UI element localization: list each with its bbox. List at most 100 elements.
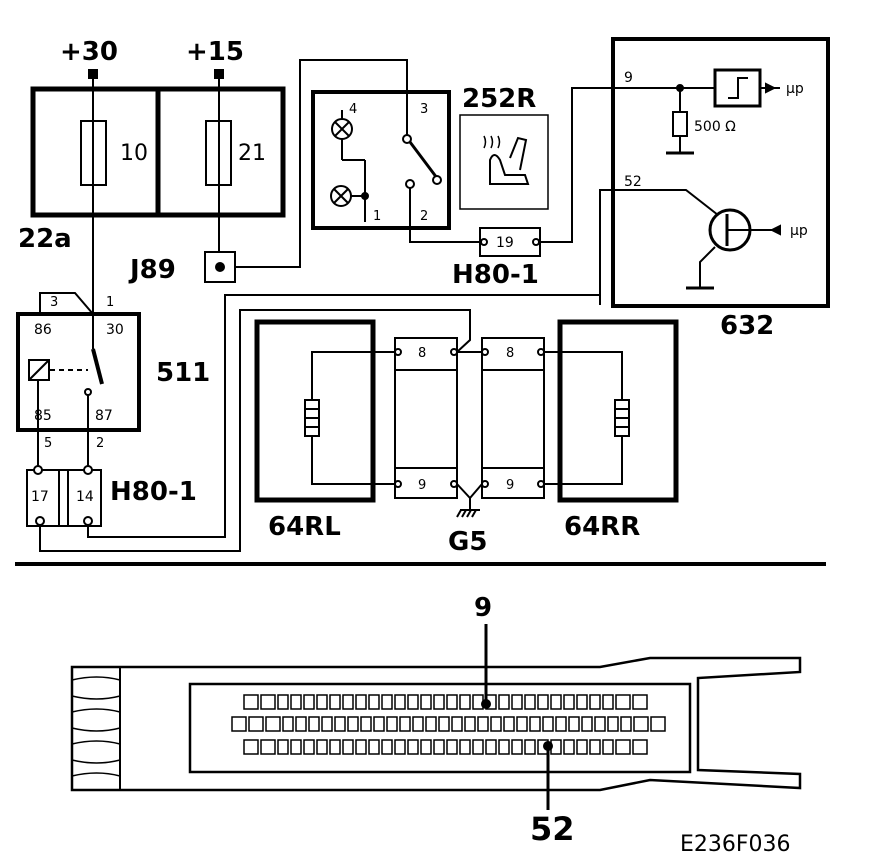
harness-connector-left bbox=[26, 469, 102, 527]
switch-pin-4: 4 bbox=[349, 102, 357, 117]
fuse-21-label: 21 bbox=[238, 141, 266, 166]
ecu-pin bbox=[373, 716, 385, 732]
ecu-pin bbox=[433, 694, 445, 710]
ecu-pin bbox=[355, 739, 367, 755]
ecu-pin bbox=[394, 694, 406, 710]
heater-right-label: 64RR bbox=[564, 512, 640, 542]
ecu-pin bbox=[615, 694, 631, 710]
relay-pin-85: 85 bbox=[34, 408, 52, 424]
ecu-pin bbox=[615, 739, 631, 755]
switch-pin-1: 1 bbox=[373, 209, 381, 224]
ecu-pin bbox=[342, 694, 354, 710]
heated-seat-switch-label: 252R bbox=[462, 84, 536, 114]
ecu-pin bbox=[277, 739, 289, 755]
ecu-pin bbox=[260, 694, 276, 710]
ecu-pin bbox=[446, 694, 458, 710]
ecu-pin bbox=[563, 739, 575, 755]
ecu-pin bbox=[459, 694, 471, 710]
ecu-pin bbox=[607, 716, 619, 732]
h80-left-pin-17: 17 bbox=[31, 489, 49, 505]
ecu-pin bbox=[420, 739, 432, 755]
control-unit-label: 632 bbox=[720, 311, 774, 341]
h80-top-label: H80-1 bbox=[452, 260, 539, 290]
ecu-pin bbox=[355, 694, 367, 710]
ecu-pin bbox=[407, 694, 419, 710]
ecu-pin bbox=[282, 716, 294, 732]
ecu-pin bbox=[303, 694, 315, 710]
ecu-pin bbox=[602, 694, 614, 710]
h80-left-label: H80-1 bbox=[110, 477, 197, 507]
j89-label: J89 bbox=[128, 255, 176, 285]
ecu-pin bbox=[368, 694, 380, 710]
switch-block bbox=[311, 90, 451, 230]
ecu-pin bbox=[568, 716, 580, 732]
relay-pin-86: 86 bbox=[34, 322, 52, 338]
ecu-pin bbox=[260, 739, 276, 755]
ecu-pin bbox=[394, 739, 406, 755]
ecu-pin bbox=[464, 716, 476, 732]
ecu-pin bbox=[334, 716, 346, 732]
heater-left bbox=[254, 319, 376, 503]
seat-connector-right bbox=[481, 337, 545, 499]
ecu-pin bbox=[498, 694, 510, 710]
ecu-pin bbox=[511, 739, 523, 755]
ecu-pin bbox=[555, 716, 567, 732]
seat-right-pin-8: 8 bbox=[506, 346, 514, 361]
ecu-pin bbox=[632, 694, 648, 710]
ecu-pin bbox=[576, 739, 588, 755]
relay-pin-87: 87 bbox=[95, 408, 113, 424]
ecu-pin bbox=[563, 694, 575, 710]
ecu-pin bbox=[581, 716, 593, 732]
resistor-500 bbox=[672, 111, 688, 137]
ecu-pin bbox=[602, 739, 614, 755]
ecu-pin bbox=[524, 739, 536, 755]
relay-label: 511 bbox=[156, 358, 210, 388]
heater-right bbox=[557, 319, 679, 503]
seat-right-pin-9: 9 bbox=[506, 478, 514, 493]
terminal-15-label: +15 bbox=[186, 37, 244, 67]
ecu-callout-9: 9 bbox=[474, 593, 492, 623]
ecu-pin bbox=[589, 739, 601, 755]
relay bbox=[16, 312, 141, 432]
figure-code: E236F036 bbox=[680, 832, 791, 857]
ecu-pin bbox=[503, 716, 515, 732]
ecu-pin bbox=[290, 739, 302, 755]
ecu-connector bbox=[70, 656, 802, 792]
ecu-pin bbox=[243, 739, 259, 755]
heater-left-label: 64RL bbox=[268, 512, 341, 542]
ecu-pin bbox=[620, 716, 632, 732]
ecu-pin bbox=[316, 694, 328, 710]
relay-pin-3: 3 bbox=[50, 295, 58, 310]
ground-label: G5 bbox=[448, 527, 487, 557]
ecu-pin bbox=[451, 716, 463, 732]
ecu-pin bbox=[412, 716, 424, 732]
ecu-pin bbox=[516, 716, 528, 732]
ecu-pin bbox=[248, 716, 264, 732]
ecu-pin bbox=[425, 716, 437, 732]
ecu-pin bbox=[321, 716, 333, 732]
ecu-pin bbox=[576, 694, 588, 710]
ecu-pin bbox=[347, 716, 359, 732]
mu-p-top-label: µp bbox=[786, 81, 804, 97]
fuse-box-label: 22a bbox=[18, 224, 72, 254]
ecu-pin bbox=[490, 716, 502, 732]
h80-top-pin-19: 19 bbox=[496, 235, 514, 251]
h80-left-pin-14: 14 bbox=[76, 489, 94, 505]
ecu-pin bbox=[650, 716, 666, 732]
ecu-pin bbox=[433, 739, 445, 755]
ecu-pin bbox=[594, 716, 606, 732]
ecu-pin bbox=[524, 694, 536, 710]
ecu-pin bbox=[290, 694, 302, 710]
ecu-pin bbox=[381, 694, 393, 710]
ecu-pin bbox=[308, 716, 320, 732]
ecu-pin bbox=[477, 716, 489, 732]
ecu-pin bbox=[550, 694, 562, 710]
switch-pin-2: 2 bbox=[420, 209, 428, 224]
ecu-pin bbox=[633, 716, 649, 732]
ecu-pin bbox=[498, 739, 510, 755]
ecu-pin bbox=[511, 694, 523, 710]
ecu-pin bbox=[459, 739, 471, 755]
ecu-pin bbox=[316, 739, 328, 755]
relay-pin-5: 5 bbox=[44, 436, 52, 451]
